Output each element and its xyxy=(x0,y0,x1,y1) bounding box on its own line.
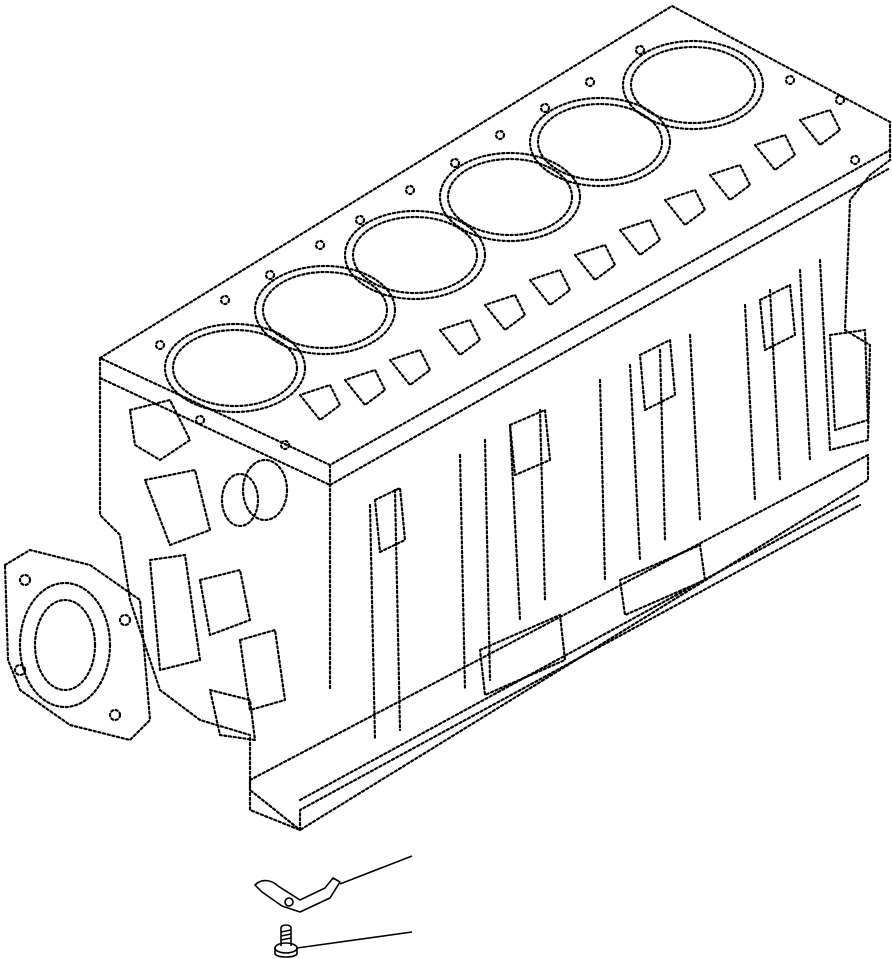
bolt-leader-line xyxy=(296,931,413,949)
deck-coolant-passages xyxy=(298,108,842,422)
block-right-end-face xyxy=(828,148,892,452)
bolt-threads xyxy=(280,929,292,941)
block-side-ribs xyxy=(368,258,832,742)
fire-ring-5 xyxy=(528,96,672,188)
bolt-head-side xyxy=(274,948,298,958)
cylinder-bores xyxy=(163,39,765,414)
flywheel-flange xyxy=(3,548,152,742)
cylinder-bore-2 xyxy=(261,270,389,350)
nozzle-mount-hole xyxy=(284,897,294,907)
cylinder-block xyxy=(3,4,892,832)
cylinder-bore-5 xyxy=(536,102,664,182)
bolt-shank xyxy=(280,924,292,946)
bolt-head xyxy=(274,942,298,954)
mounting-bolt xyxy=(274,924,413,958)
nozzle-leader-line xyxy=(339,855,413,885)
block-left-end-face xyxy=(98,356,302,832)
fire-ring-3 xyxy=(343,209,487,301)
nozzle-tube xyxy=(254,877,341,913)
block-end-castings xyxy=(128,398,289,742)
block-top-deck xyxy=(98,4,892,467)
cylinder-bore-3 xyxy=(351,215,479,295)
head-bolt-holes xyxy=(154,44,861,451)
fire-ring-2 xyxy=(253,264,397,356)
block-side-bosses xyxy=(373,283,870,697)
block-flange-lower-line xyxy=(298,503,862,832)
cylinder-bore-4 xyxy=(446,157,574,237)
fire-ring-6 xyxy=(621,39,765,131)
cylinder-bore-6 xyxy=(629,45,757,125)
fire-ring-4 xyxy=(438,151,582,243)
fire-ring-1 xyxy=(163,322,307,414)
block-oil-pan-flange xyxy=(248,453,870,832)
block-flange-inner-line xyxy=(298,493,862,802)
cylinder-bore-1 xyxy=(171,328,299,408)
piston-cooling-nozzle xyxy=(254,855,413,913)
